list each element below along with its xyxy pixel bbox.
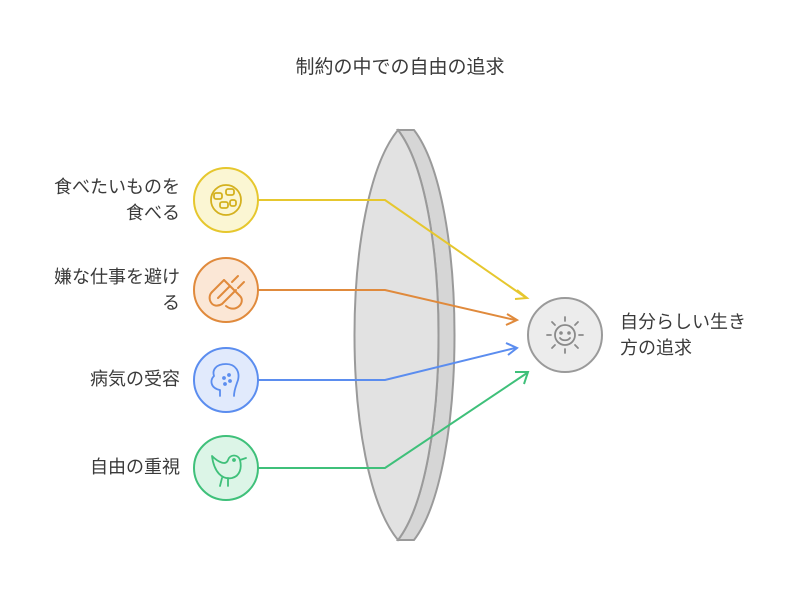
bird-icon — [211, 454, 247, 487]
connector-4 — [258, 372, 528, 469]
diagram-title: 制約の中での自由の追求 — [295, 56, 505, 78]
input-label-4-line1: 自由の重視 — [90, 457, 180, 478]
input-node-2 — [193, 257, 259, 323]
connectors — [258, 199, 530, 469]
input-label-2-line2: る — [162, 293, 180, 314]
head-icon — [210, 363, 240, 397]
sun-face-icon — [546, 316, 584, 354]
input-label-1: 食べたいものを 食べる — [10, 175, 180, 227]
input-label-4: 自由の重視 — [10, 455, 180, 481]
lens — [353, 128, 456, 542]
output-label-line2: 方の追求 — [620, 338, 692, 359]
connector-1 — [258, 199, 526, 298]
input-label-1-line2: 食べる — [126, 203, 180, 224]
input-label-3: 病気の受容 — [10, 367, 180, 393]
input-label-2-line1: 嫌な仕事を避け — [54, 267, 180, 288]
connector-2 — [258, 289, 516, 321]
output-label-line1: 自分らしい生き — [620, 312, 746, 333]
input-node-4 — [193, 435, 259, 501]
input-label-2: 嫌な仕事を避け る — [10, 265, 180, 317]
input-node-3 — [193, 347, 259, 413]
output-node — [527, 297, 603, 373]
magnet-icon — [208, 275, 245, 310]
output-label: 自分らしい生き 方の追求 — [620, 310, 790, 362]
connector-3 — [258, 347, 516, 381]
lens-front — [353, 128, 440, 542]
food-icon — [210, 184, 242, 216]
input-label-1-line1: 食べたいものを — [54, 177, 180, 198]
input-node-1 — [193, 167, 259, 233]
input-label-3-line1: 病気の受容 — [90, 369, 180, 390]
